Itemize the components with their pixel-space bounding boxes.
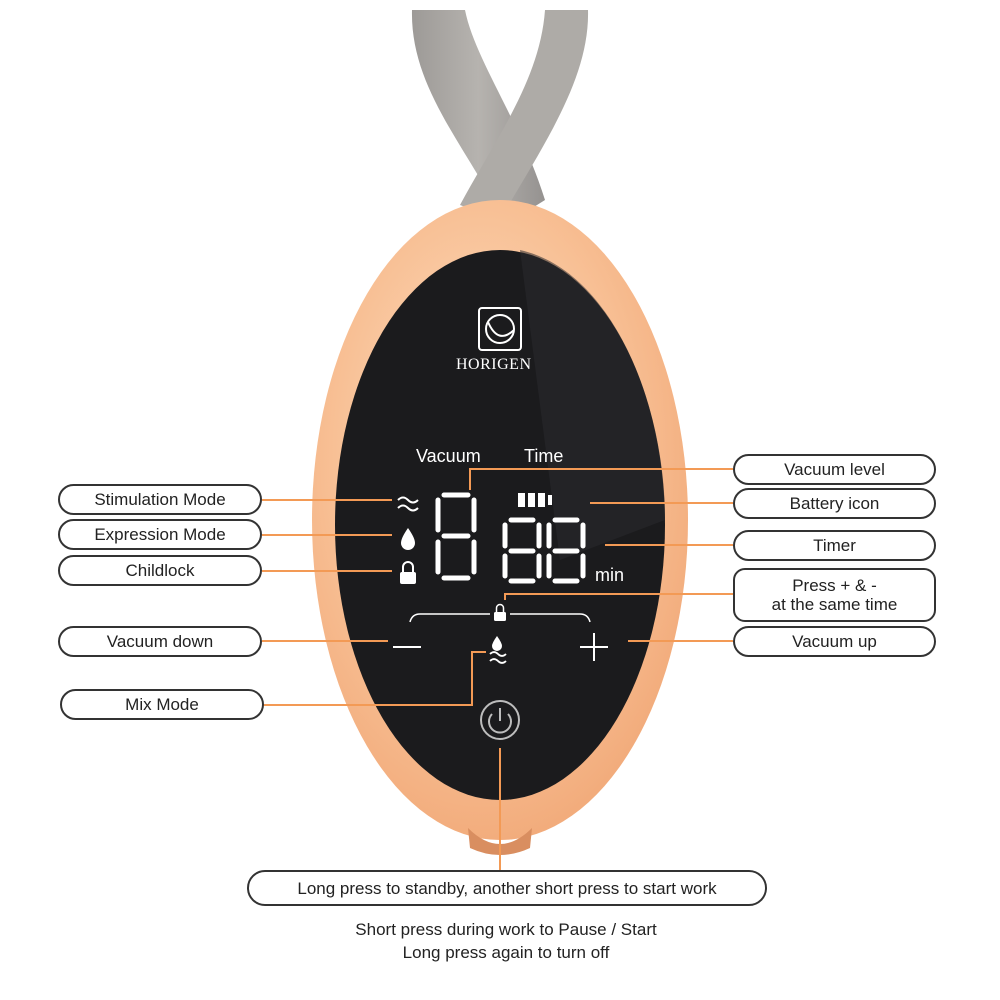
callout-childlock: Childlock xyxy=(58,555,262,586)
expression-mode-icon xyxy=(401,528,415,550)
strap xyxy=(411,10,589,225)
callout-vacuum-down: Vacuum down xyxy=(58,626,262,657)
minutes-unit: min xyxy=(595,565,625,585)
callout-press-combo: Press + & - at the same time xyxy=(733,568,936,622)
vacuum-up-button[interactable] xyxy=(580,633,608,661)
callout-timer: Timer xyxy=(733,530,936,561)
leader-lines xyxy=(262,468,733,870)
callout-mix-mode: Mix Mode xyxy=(60,689,264,720)
charging-port xyxy=(468,828,532,855)
callout-stimulation-mode: Stimulation Mode xyxy=(58,484,262,515)
power-button[interactable] xyxy=(480,700,520,740)
footer-line-2: Long press again to turn off xyxy=(402,943,610,962)
callout-power-instruction: Long press to standby, another short pre… xyxy=(247,870,767,906)
vacuum-level-digit xyxy=(435,492,477,581)
stimulation-mode-icon xyxy=(397,496,419,512)
callout-expression-mode: Expression Mode xyxy=(58,519,262,550)
callout-press-combo-line2: at the same time xyxy=(771,595,898,614)
callout-vacuum-up: Vacuum up xyxy=(733,626,936,657)
callout-battery-icon: Battery icon xyxy=(733,488,936,519)
childlock-icon xyxy=(400,561,416,584)
combo-bracket xyxy=(409,613,591,623)
time-label: Time xyxy=(524,446,564,466)
timer-digit-ones xyxy=(546,517,586,584)
brand-logo-icon xyxy=(478,307,522,351)
callout-vacuum-level: Vacuum level xyxy=(733,454,936,485)
battery-icon xyxy=(518,493,552,507)
mix-mode-icon xyxy=(489,636,507,664)
vacuum-label: Vacuum xyxy=(416,446,481,466)
timer-digit-tens xyxy=(502,517,542,584)
screen-reflection xyxy=(520,250,665,560)
combo-lock-icon xyxy=(494,603,506,621)
footer-line-1: Short press during work to Pause / Start xyxy=(355,920,657,939)
brand-name: HORIGEN xyxy=(456,356,532,373)
callout-press-combo-line1: Press + & - xyxy=(792,576,877,595)
